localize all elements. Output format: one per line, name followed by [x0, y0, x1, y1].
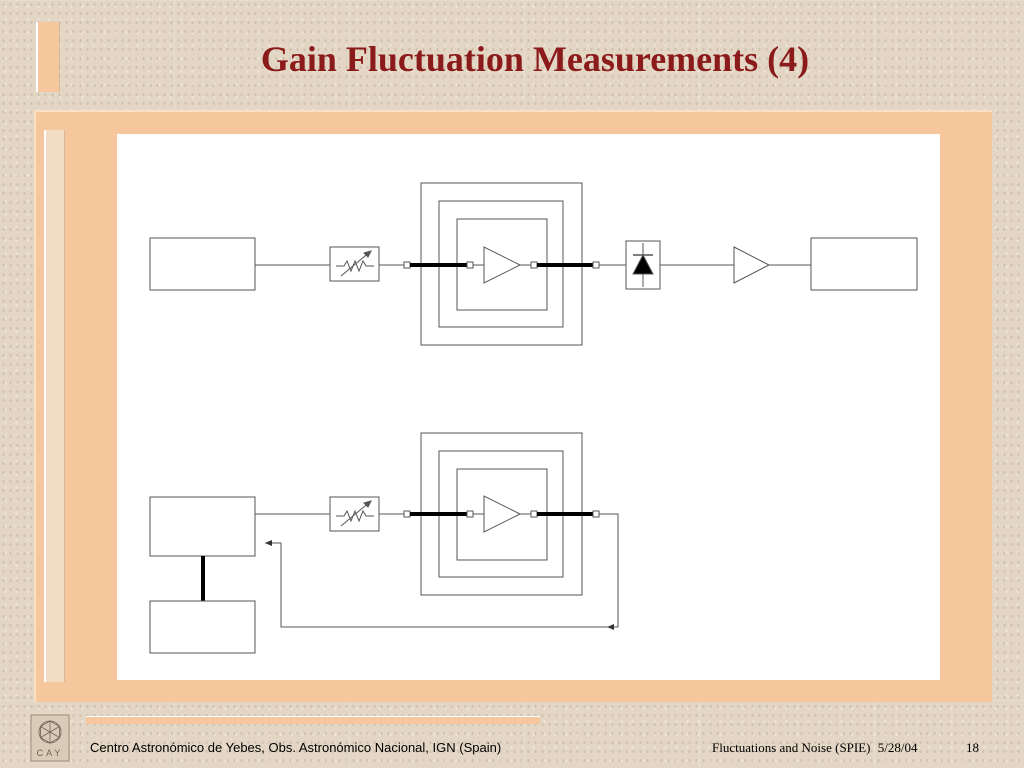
- top-connector-out-b: [592, 261, 600, 269]
- bottom-variable-attenuator: [329, 496, 380, 532]
- logo-text: CAY: [37, 748, 64, 758]
- footer-conference-date: Fluctuations and Noise (SPIE) 5/28/04: [712, 740, 922, 756]
- frame-side-strip: [44, 130, 65, 682]
- footer-institution: Centro Astronómico de Yebes, Obs. Astron…: [90, 740, 502, 755]
- diagram-canvas: [117, 134, 940, 680]
- bottom-connector-in: [403, 510, 411, 518]
- bottom-connector-out-b: [592, 510, 600, 518]
- top-connector-mid: [466, 261, 474, 269]
- block-diagram: [149, 182, 918, 654]
- top-variable-attenuator: [329, 246, 380, 282]
- footer-date: 5/28/04: [877, 740, 918, 755]
- bottom-source-block: [149, 496, 256, 557]
- left-accent-bar: [36, 22, 60, 92]
- page-number: 18: [966, 740, 979, 755]
- top-output-block: [810, 237, 918, 291]
- top-diode-detector: [625, 240, 661, 290]
- bottom-amplifier-triangle: [483, 495, 522, 533]
- bottom-connector-mid: [466, 510, 474, 518]
- slide-title: Gain Fluctuation Measurements (4): [260, 39, 810, 79]
- top-connector-out-a: [530, 261, 538, 269]
- feedback-loop: [265, 513, 619, 628]
- top-connector-in: [403, 261, 411, 269]
- top-output-amplifier: [733, 246, 771, 284]
- footer-accent-bar: [86, 716, 540, 724]
- bottom-connector-out-a: [530, 510, 538, 518]
- cay-logo: CAY: [30, 714, 70, 762]
- top-source-block: [149, 237, 256, 291]
- bottom-lower-block: [149, 600, 256, 654]
- footer-conference: Fluctuations and Noise (SPIE): [712, 740, 871, 755]
- top-amplifier-triangle: [483, 246, 522, 284]
